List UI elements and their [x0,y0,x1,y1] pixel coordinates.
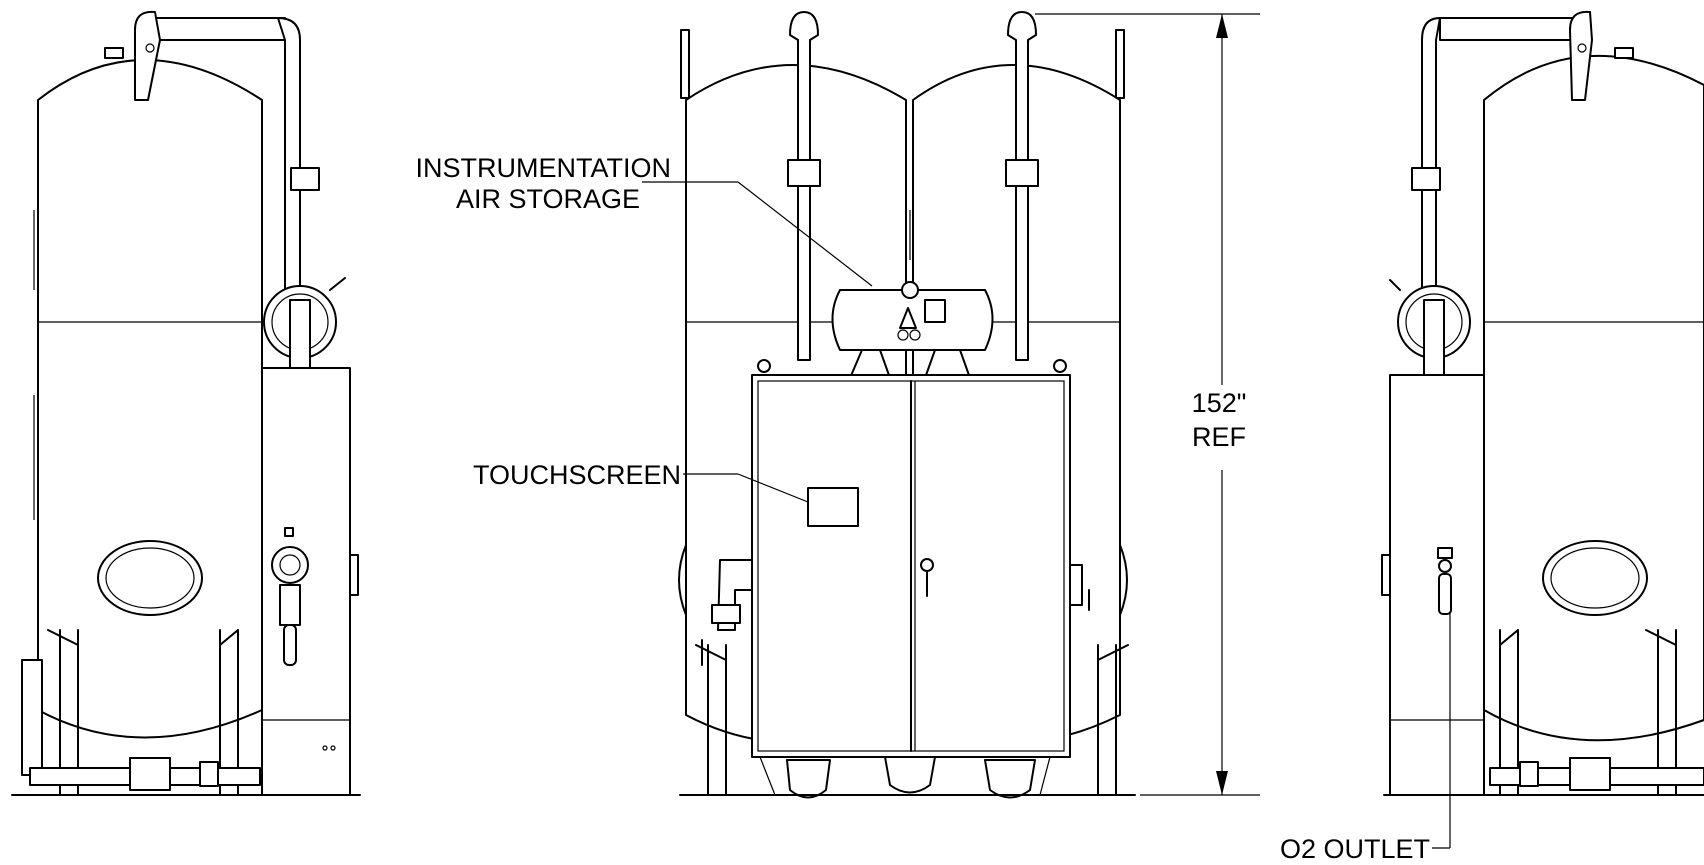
label-air-storage: AIR STORAGE [456,184,640,214]
label-instrumentation: INSTRUMENTATION [416,153,672,183]
right-side-view [1381,10,1704,796]
label-height-value: 152" [1192,388,1247,418]
front-view [678,11,1136,799]
label-touchscreen: TOUCHSCREEN [473,460,681,490]
label-o2-outlet: O2 OUTLET [1280,834,1430,864]
leader-instrumentation [737,181,873,287]
dim-arrow-bottom [1216,771,1228,795]
right-manway [1542,540,1648,616]
right-top-pipe [1439,17,1579,41]
touchscreen [807,487,859,527]
left-top-pipe [149,17,286,41]
o2-outlet-fitting [1438,559,1452,573]
label-height-ref: REF [1192,422,1246,452]
right-tank [1483,54,1704,742]
dim-arrow-top [1216,14,1228,38]
left-manway [97,540,203,616]
leader-touchscreen [737,473,809,503]
left-cabinet-side [261,367,351,796]
left-tank [37,59,263,739]
right-cabinet-side [1389,374,1485,796]
left-side-view [11,10,361,796]
cabinet-handle [920,558,934,572]
height-dimension [1035,13,1260,796]
